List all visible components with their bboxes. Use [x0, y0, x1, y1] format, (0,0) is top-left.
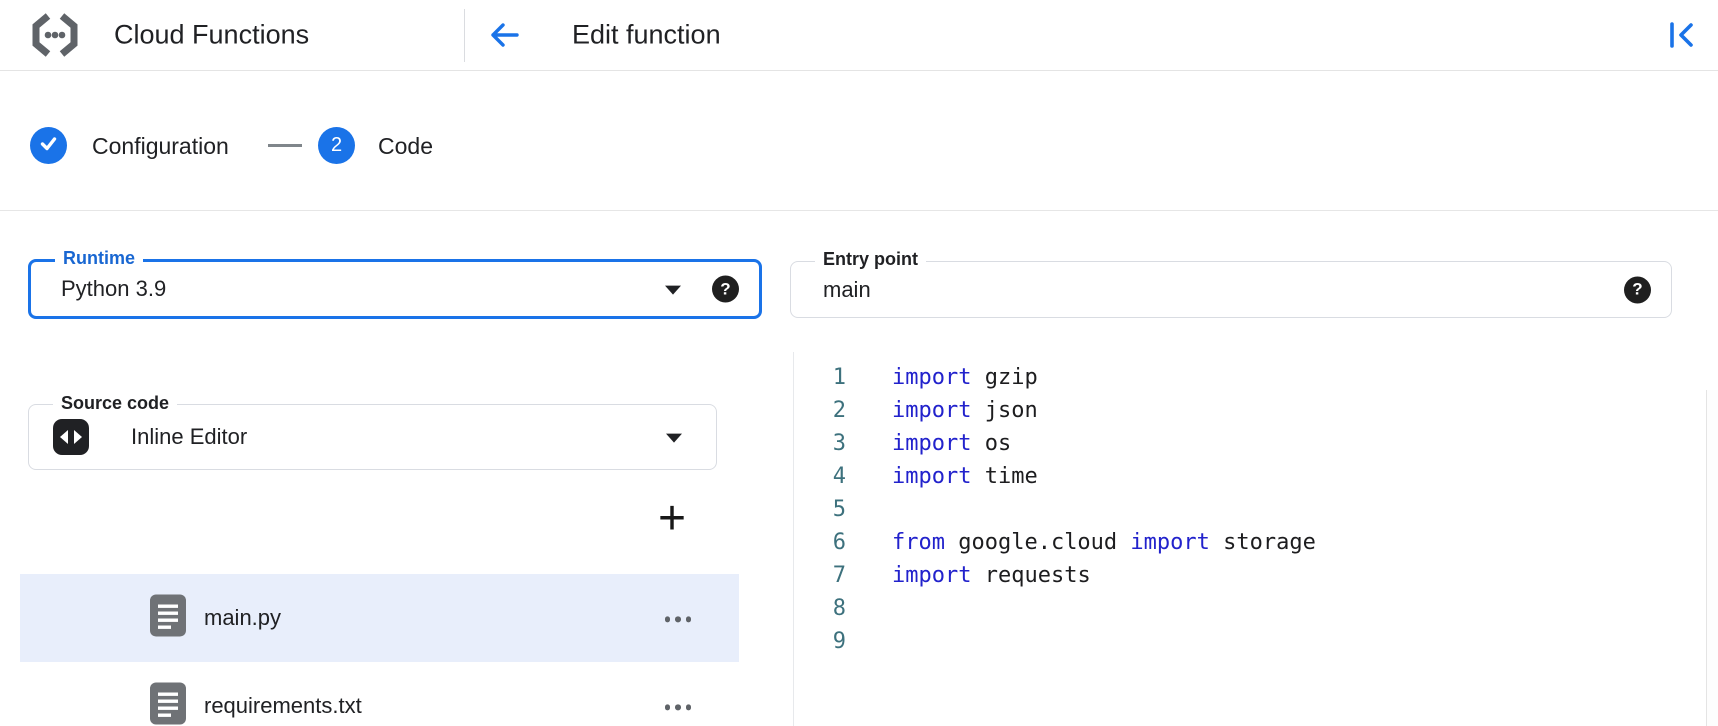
runtime-select[interactable]: Runtime Python 3.9 ? — [28, 248, 762, 319]
code-line[interactable]: 6 from google.cloud import storage — [794, 526, 1706, 559]
step-2-indicator[interactable]: 2 — [318, 127, 355, 164]
line-number: 2 — [832, 398, 846, 423]
code-text: import os — [892, 431, 1012, 456]
step-1-indicator[interactable] — [30, 127, 67, 164]
document-icon — [150, 682, 186, 726]
code-line[interactable]: 4 import time — [794, 460, 1706, 493]
more-options-icon[interactable] — [664, 616, 691, 622]
back-button[interactable] — [486, 18, 522, 54]
caret-down-icon — [665, 285, 681, 295]
runtime-value: Python 3.9 — [61, 276, 167, 301]
more-options-icon[interactable] — [664, 704, 691, 710]
caret-down-icon — [666, 433, 682, 443]
code-text: import time — [892, 464, 1038, 489]
runtime-help-button[interactable]: ? — [712, 275, 739, 303]
step-1-label[interactable]: Configuration — [92, 133, 229, 159]
file-row-requirements-txt[interactable]: requirements.txt — [20, 662, 739, 726]
code-line[interactable]: 8 — [794, 592, 1706, 625]
cloud-functions-logo-icon — [28, 11, 82, 59]
entry-point-field[interactable]: Entry point main ? — [790, 249, 1672, 318]
code-line[interactable]: 2 import json — [794, 394, 1706, 427]
line-number: 1 — [832, 365, 846, 390]
code-line[interactable]: 9 — [794, 625, 1706, 658]
code-line[interactable]: 1 import gzip — [794, 361, 1706, 394]
app-title: Cloud Functions — [114, 19, 310, 50]
document-icon — [150, 594, 186, 642]
check-icon — [38, 133, 59, 159]
code-line[interactable]: 7 import requests — [794, 559, 1706, 592]
arrow-back-icon — [487, 23, 521, 55]
entry-point-value[interactable]: main — [823, 276, 871, 302]
collapse-panel-button[interactable] — [1664, 18, 1698, 54]
line-number: 3 — [832, 431, 846, 456]
collapse-panel-icon — [1665, 22, 1697, 55]
file-row-main-py[interactable]: main.py — [20, 574, 739, 662]
code-line[interactable]: 3 import os — [794, 427, 1706, 460]
source-code-select[interactable]: Source code Inline Editor — [28, 393, 717, 470]
code-editor[interactable]: 1 import gzip 2 import json 3 import os 4 impor… — [793, 352, 1706, 726]
code-text: import requests — [892, 563, 1091, 588]
source-code-value: Inline Editor — [131, 424, 248, 449]
code-icon — [53, 419, 89, 455]
runtime-label: Runtime — [55, 248, 143, 269]
file-name: main.py — [204, 605, 282, 630]
line-number: 5 — [832, 497, 846, 522]
line-number: 8 — [832, 596, 846, 621]
editor-scrollbar[interactable] — [1706, 390, 1718, 726]
add-file-button[interactable]: + — [648, 494, 696, 544]
entry-point-label: Entry point — [815, 249, 926, 270]
entry-point-help-button[interactable]: ? — [1624, 276, 1651, 303]
stepper: Configuration 2 Code — [0, 71, 1718, 211]
code-line[interactable]: 5 — [794, 493, 1706, 526]
code-text: import gzip — [892, 365, 1038, 390]
step-connector — [268, 144, 302, 147]
step-2-label[interactable]: Code — [378, 133, 433, 159]
code-text: from google.cloud import storage — [892, 530, 1316, 555]
header-divider — [464, 9, 465, 62]
file-name: requirements.txt — [204, 693, 362, 718]
code-lines: 1 import gzip 2 import json 3 import os 4 impor… — [794, 361, 1706, 658]
line-number: 9 — [832, 629, 846, 654]
code-text: import json — [892, 398, 1038, 423]
line-number: 4 — [832, 464, 846, 489]
page-title: Edit function — [572, 19, 721, 50]
source-code-label: Source code — [53, 393, 178, 414]
line-number: 7 — [832, 563, 846, 588]
app-header: Cloud Functions Edit function — [0, 0, 1718, 71]
line-number: 6 — [832, 530, 846, 555]
